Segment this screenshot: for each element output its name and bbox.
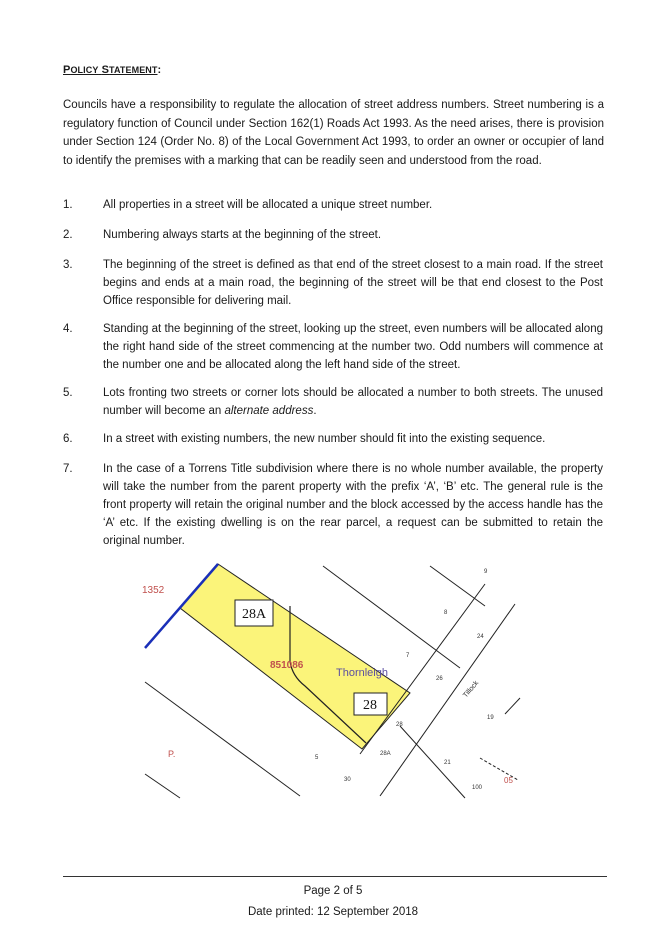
- box-28: [353, 692, 388, 716]
- map-label-p: P.: [168, 749, 175, 759]
- street-numbering-map: 28A 28 1352 851086 Thornleigh Tillock P.…: [142, 563, 521, 799]
- map-street-thornleigh: Thornleigh: [336, 667, 388, 679]
- box-28-label: 28: [363, 698, 377, 713]
- map-number: 28A: [380, 751, 391, 757]
- list-item-number: 6.: [63, 433, 73, 445]
- street-line: [429, 565, 486, 607]
- access-handle-line: [289, 606, 367, 744]
- map-number: 28: [396, 722, 403, 728]
- heading-letter: P: [63, 64, 71, 76]
- street-line: [144, 773, 181, 799]
- street-line: [379, 603, 516, 797]
- street-line: [359, 583, 486, 755]
- blue-boundary-line: [144, 563, 219, 649]
- alternate-address-term: alternate address: [224, 405, 314, 417]
- footer-divider: [63, 876, 607, 877]
- list-item-number: 5.: [63, 387, 73, 399]
- box-28a-label: 28A: [242, 607, 267, 622]
- street-line: [144, 681, 301, 797]
- list-item-text-part: Lots fronting two streets or corner lots…: [103, 387, 603, 417]
- intro-paragraph: Councils have a responsibility to regula…: [63, 99, 604, 167]
- street-line: [399, 725, 466, 799]
- map-number: 30: [344, 777, 351, 783]
- map-label-1352: 1352: [142, 585, 165, 596]
- list-item-text: Lots fronting two streets or corner lots…: [103, 384, 603, 420]
- list-item-number: 1.: [63, 199, 73, 211]
- map-number: 21: [444, 760, 451, 766]
- list-item-text: Numbering always starts at the beginning…: [103, 229, 382, 241]
- highlighted-lot: [179, 563, 411, 750]
- map-number: 7: [406, 653, 410, 659]
- list-item-text: The beginning of the street is defined a…: [103, 259, 603, 307]
- heading-smallcaps: OLICY: [70, 65, 99, 75]
- map-number: 05: [504, 776, 513, 785]
- policy-statement-heading: POLICY STATEMENT:: [63, 64, 161, 76]
- footer-page-number: Page 2 of 5: [303, 885, 363, 897]
- heading-letter: S: [101, 64, 110, 76]
- map-street-tillock: Tillock: [462, 679, 480, 699]
- box-28a: [234, 599, 274, 627]
- list-item-number: 4.: [63, 323, 73, 335]
- list-item-number: 2.: [63, 229, 73, 241]
- list-item-text: In a street with existing numbers, the n…: [103, 433, 546, 445]
- heading-colon: :: [157, 64, 162, 76]
- map-number: 8: [444, 610, 448, 616]
- list-item-text: In the case of a Torrens Title subdivisi…: [103, 463, 603, 547]
- list-item-text-part: .: [313, 405, 317, 417]
- street-line: [479, 757, 519, 781]
- list-item-text: All properties in a street will be alloc…: [103, 199, 433, 211]
- map-number: 26: [436, 676, 443, 682]
- map-number: 19: [487, 715, 494, 721]
- list-item-text: Standing at the beginning of the street,…: [103, 323, 603, 371]
- map-lot-number: 851086: [270, 660, 304, 671]
- map-number: 100: [472, 785, 483, 791]
- map-number: 24: [477, 634, 484, 640]
- street-line: [504, 697, 521, 715]
- heading-smallcaps: TATEMENT: [109, 65, 158, 75]
- map-number: 9: [484, 569, 488, 575]
- list-item-number: 7.: [63, 463, 73, 475]
- list-item-number: 3.: [63, 259, 73, 271]
- street-line: [322, 565, 461, 669]
- footer-date-printed: Date printed: 12 September 2018: [247, 906, 419, 918]
- map-number: 5: [315, 755, 319, 761]
